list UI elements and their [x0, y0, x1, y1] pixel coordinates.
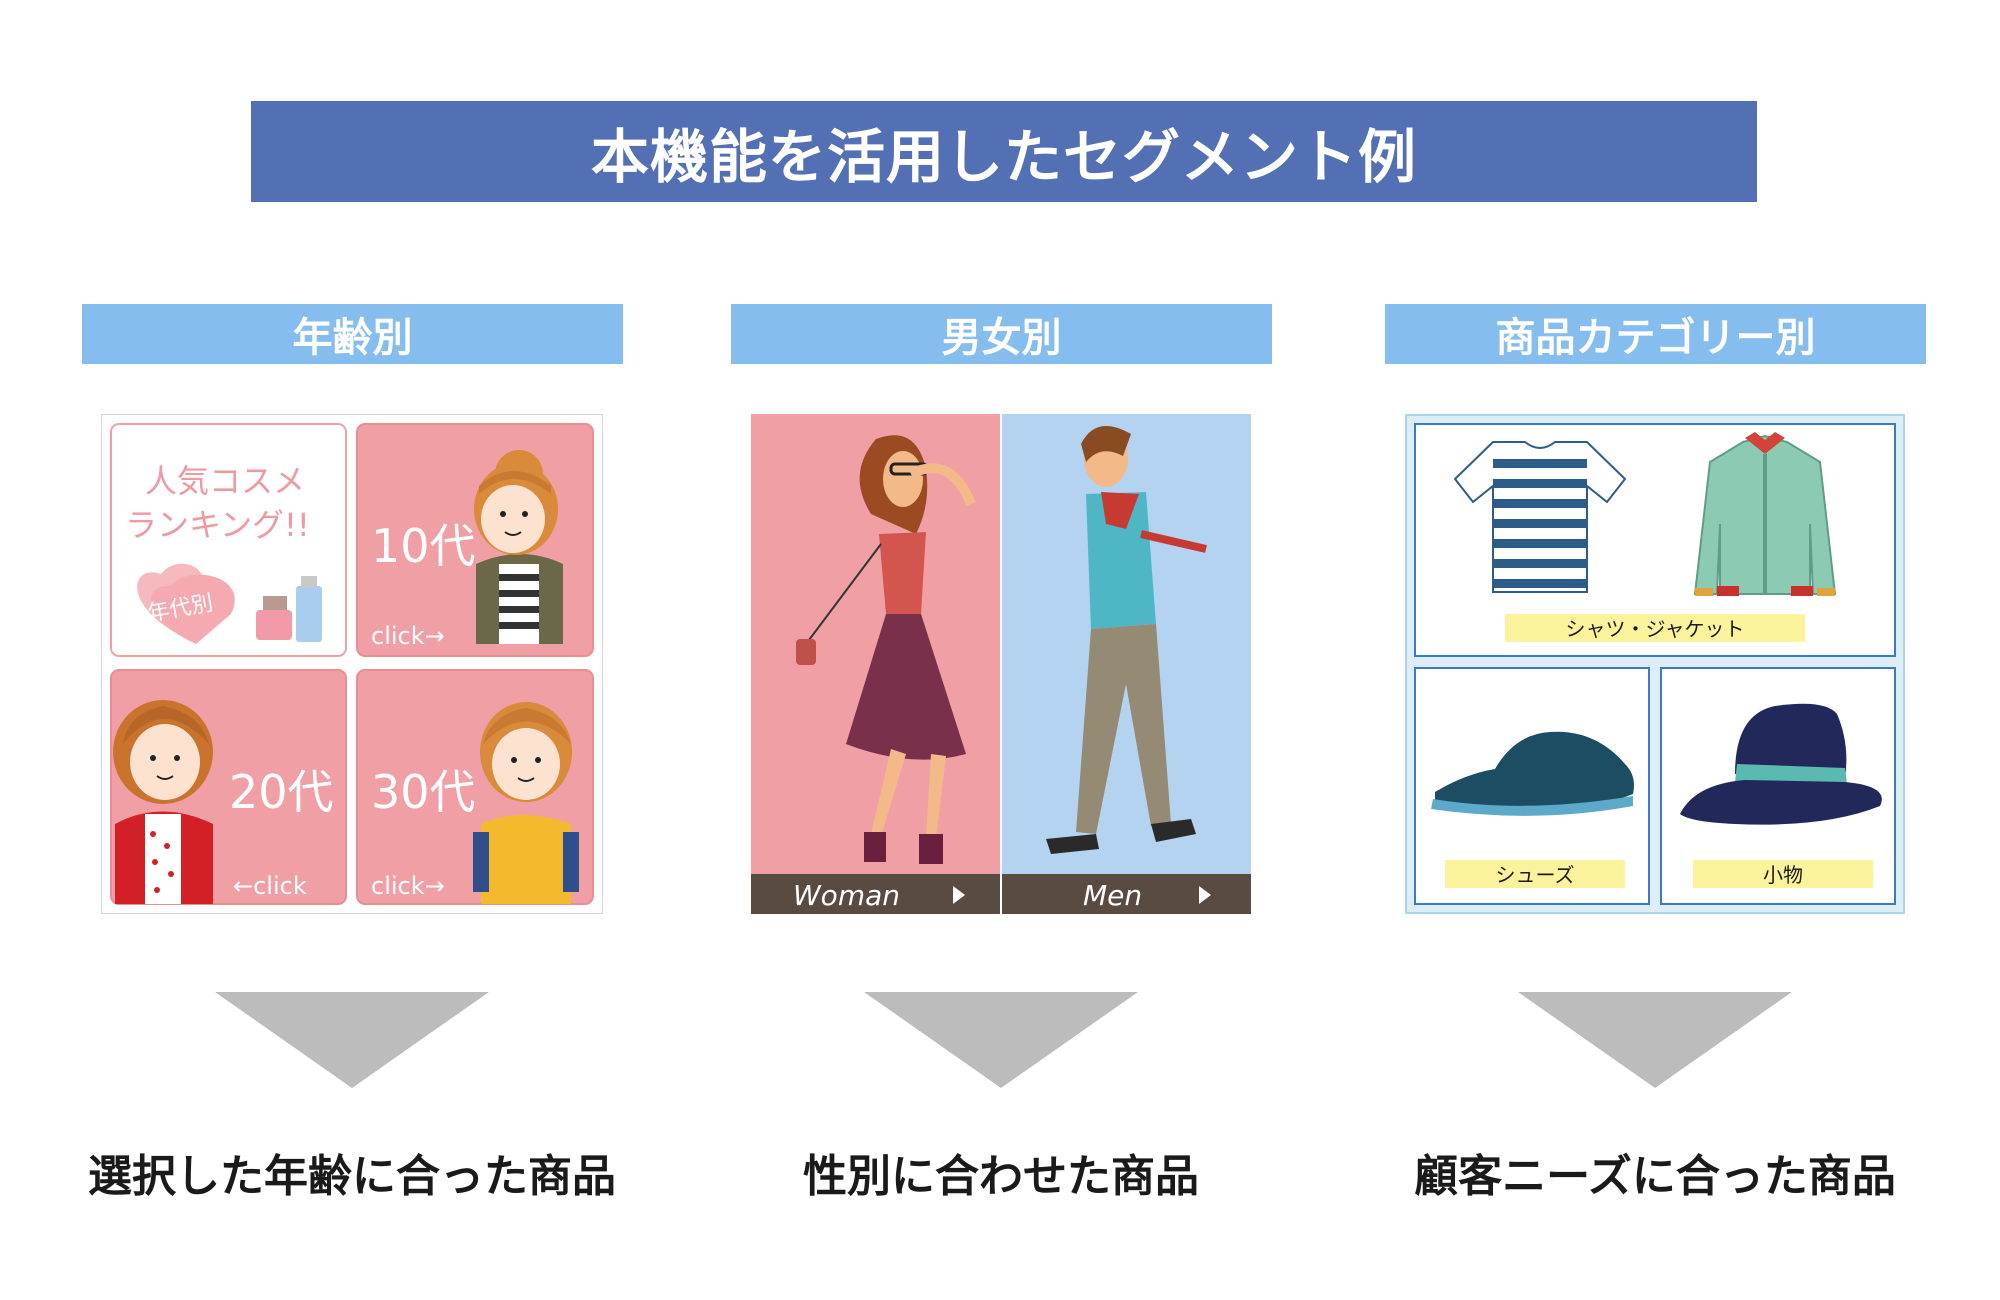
category-header-age: 年齢別 — [82, 304, 623, 364]
woman-nav-label: Woman — [793, 879, 900, 912]
product-segment-panel: シャツ・ジャケット シューズ 小物 — [1405, 414, 1905, 914]
hat-icon — [1680, 703, 1882, 825]
accessories-label-bg — [1693, 860, 1873, 888]
down-arrow-age — [215, 992, 489, 1088]
category-header-age-label: 年齢別 — [292, 315, 413, 361]
age-10s-label: 10代 — [371, 519, 476, 573]
jacket-icon — [1693, 432, 1837, 596]
shirts-jackets-label-bg — [1505, 614, 1805, 642]
age-30s-label: 30代 — [371, 765, 476, 819]
shirts-jackets-label: シャツ・ジャケット — [1566, 617, 1745, 641]
gender-segment-panel: Woman Men — [751, 414, 1251, 914]
age-segment-panel: 人気コスメ ランキング!! 年代別 10代 click→ 20代 ←c — [101, 414, 603, 914]
age-30s-link[interactable]: click→ — [371, 872, 445, 900]
shoes-label-bg — [1445, 860, 1625, 888]
accessories-label: 小物 — [1763, 863, 1803, 887]
down-arrow-gender — [864, 992, 1138, 1088]
cosmetics-icon — [256, 576, 322, 642]
age-20s-label: 20代 — [229, 765, 334, 819]
woman-illustration — [796, 435, 976, 864]
banner-line1: 人気コスメ — [145, 462, 305, 500]
woman-30s-illustration — [473, 702, 579, 904]
down-arrow-product — [1518, 992, 1792, 1088]
men-nav-label: Men — [1083, 879, 1142, 912]
age-10s-link[interactable]: click→ — [371, 622, 445, 650]
gender-segment-illustration: Woman Men — [751, 414, 1251, 914]
age-20s-link[interactable]: ←click — [233, 872, 307, 900]
woman-20s-illustration — [113, 700, 213, 904]
category-header-product: 商品カテゴリー別 — [1385, 304, 1926, 364]
product-segment-illustration: シャツ・ジャケット シューズ 小物 — [1405, 414, 1905, 914]
shoe-icon — [1431, 731, 1634, 816]
girl-10s-illustration — [474, 450, 563, 644]
result-product: 顧客ニーズに合った商品 — [1414, 1151, 1896, 1202]
play-arrow-icon — [953, 886, 965, 904]
banner-line2: ランキング!! — [125, 506, 310, 544]
page-title-bar: 本機能を活用したセグメント例 — [251, 101, 1757, 202]
tshirt-icon — [1453, 441, 1627, 593]
play-arrow-icon — [1199, 886, 1211, 904]
page-title: 本機能を活用したセグメント例 — [590, 122, 1417, 191]
shoes-label: シューズ — [1496, 863, 1575, 887]
category-header-gender-label: 男女別 — [941, 315, 1062, 361]
man-illustration — [1046, 426, 1207, 854]
age-segment-illustration: 人気コスメ ランキング!! 年代別 10代 click→ 20代 ←c — [101, 414, 603, 914]
category-header-product-label: 商品カテゴリー別 — [1495, 315, 1816, 361]
heart-shape — [150, 574, 235, 644]
category-header-gender: 男女別 — [731, 304, 1272, 364]
result-age: 選択した年齢に合った商品 — [88, 1151, 616, 1202]
result-gender: 性別に合わせた商品 — [803, 1151, 1199, 1202]
